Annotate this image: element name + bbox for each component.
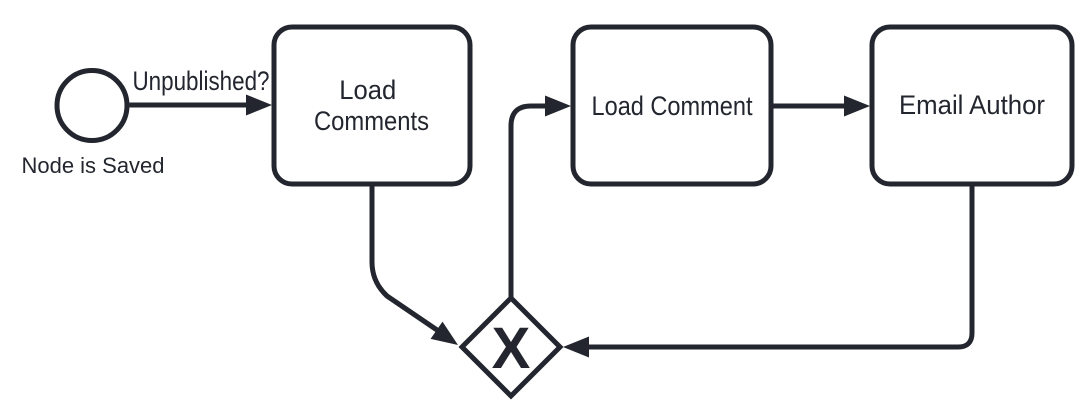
task-load-comments: Load Comments — [271, 24, 473, 187]
edge-load-comment-to-email-author — [771, 95, 870, 117]
edge-load-comments-to-gateway — [369, 184, 458, 345]
exclusive-gateway-node: X — [458, 294, 564, 400]
arrowhead — [246, 94, 272, 116]
edge-start-to-load-comments: Unpublished? — [129, 66, 272, 116]
task-label-line2: Comments — [314, 106, 429, 136]
task-label: Load Comments — [314, 75, 429, 136]
arrowhead — [844, 95, 870, 117]
edge-gateway-to-load-comment — [508, 95, 571, 297]
start-event-circle — [54, 68, 130, 143]
gateway-x-symbol: X — [492, 316, 531, 381]
task-email-author: Email Author — [869, 24, 1075, 187]
edge-line — [369, 184, 439, 333]
task-label: Email Author — [899, 90, 1045, 120]
start-event-label: Node is Saved — [22, 153, 165, 178]
start-event-node: Node is Saved — [22, 68, 165, 178]
arrowhead — [563, 336, 589, 358]
edge-email-author-to-gateway — [563, 184, 975, 358]
arrowhead — [430, 321, 458, 345]
task-label-line1: Load — [339, 75, 396, 105]
gateway-diamond — [458, 294, 564, 400]
edge-condition-label: Unpublished? — [133, 66, 270, 96]
edge-line — [508, 103, 547, 297]
task-load-comment: Load Comment — [570, 24, 774, 187]
task-label: Load Comment — [592, 91, 753, 121]
edge-line — [588, 184, 975, 350]
arrowhead — [545, 95, 571, 117]
